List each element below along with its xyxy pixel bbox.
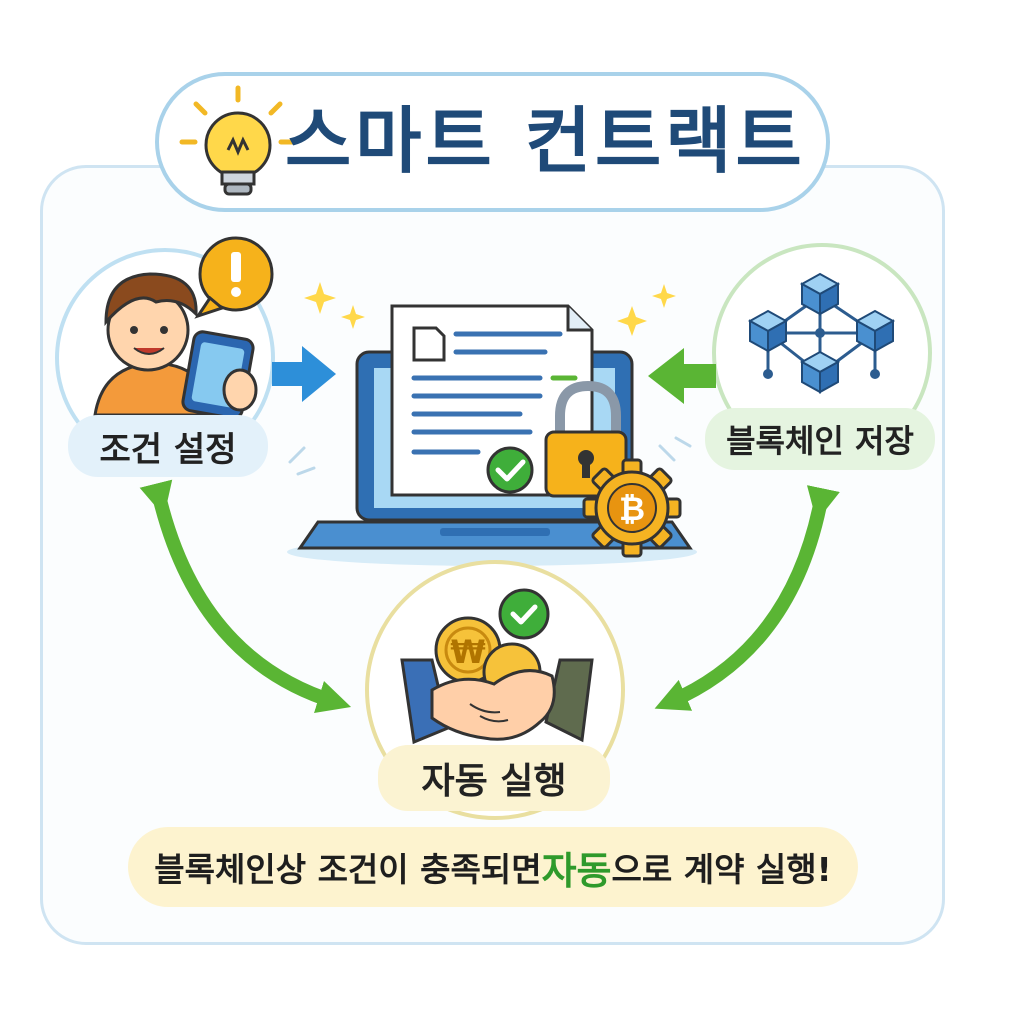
caption-text-after: 으로 계약 실행!	[611, 850, 832, 889]
check-circle-icon	[498, 588, 550, 640]
execution-node-label: 자동 실행	[378, 745, 610, 811]
blockchain-network-icon	[747, 272, 896, 394]
lightbulb-icon	[179, 85, 297, 196]
handshake-coins-icon: ₩	[400, 588, 594, 745]
svg-text:₩: ₩	[450, 633, 485, 671]
arrow-blockchain-execution	[654, 485, 840, 711]
condition-node-label: 조건 설정	[68, 415, 268, 477]
arrow-blockchain-to-contract	[648, 348, 716, 404]
page-title: 스마트 컨트랙트	[285, 99, 806, 183]
motion-lines	[288, 436, 692, 476]
person-with-phone-icon	[93, 272, 258, 420]
arrow-condition-to-contract	[272, 346, 336, 402]
bitcoin-gear-icon: ₿	[582, 458, 682, 558]
caption-text-before: 블록체인상 조건이 충족되면	[154, 850, 542, 889]
arrow-condition-execution	[139, 479, 352, 714]
svg-text:₿: ₿	[619, 490, 645, 528]
exclamation-bubble-icon	[194, 236, 274, 319]
blockchain-node-label: 블록체인 저장	[705, 408, 935, 470]
check-circle-icon	[486, 446, 534, 494]
sparkle-icons	[304, 282, 676, 336]
caption-highlight: 자동	[541, 848, 612, 893]
